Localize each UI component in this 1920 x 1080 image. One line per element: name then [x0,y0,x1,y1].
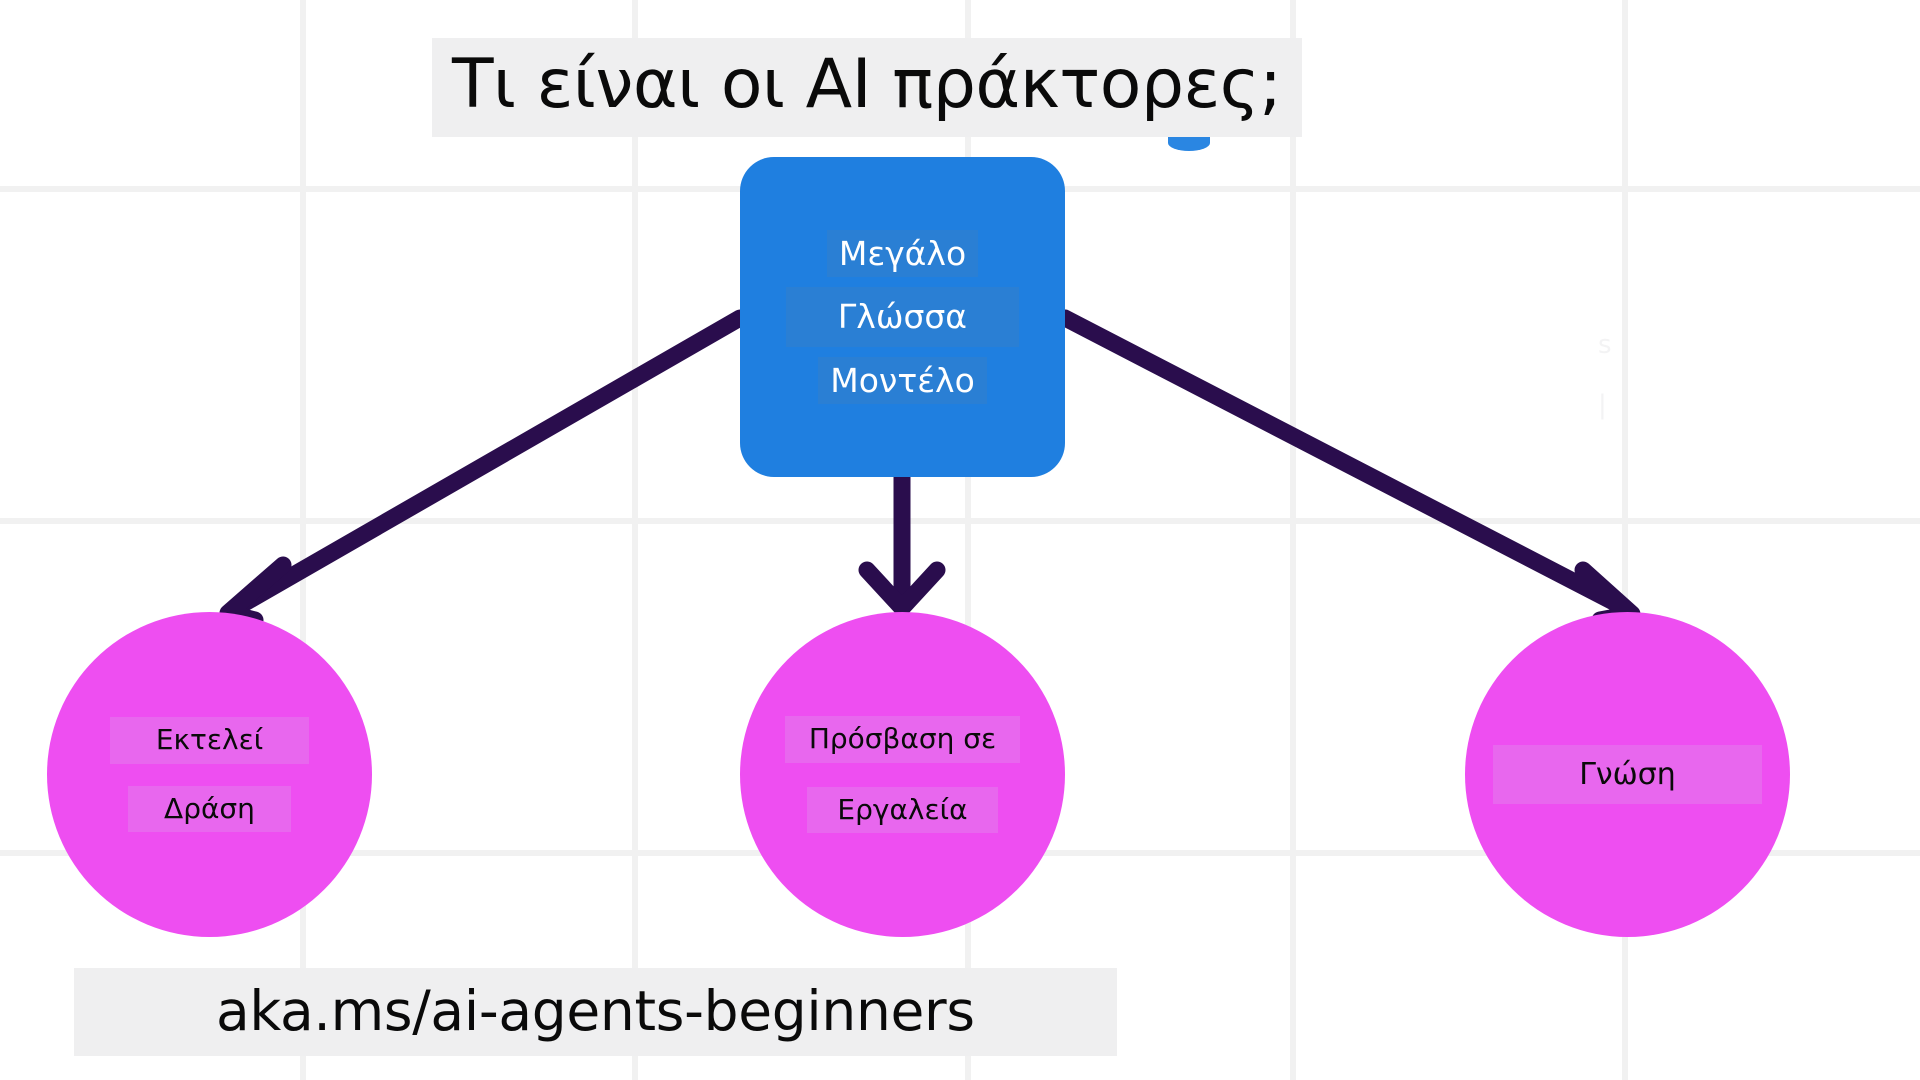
takes-action-line-1: Εκτελεί [109,717,310,764]
grid-line-vertical [632,0,638,1080]
ghost-artifact: | [1598,390,1607,420]
llm-line-3: Μοντέλο [818,356,987,404]
node-knowledge[interactable]: Γνώση [1465,612,1790,937]
knowledge-line-1: Γνώση [1493,745,1762,804]
access-to-tools-line-1: Πρόσβαση σε [784,716,1021,763]
arrow-to-knowledge [1056,309,1641,629]
arrow-to-takes-action [219,309,749,629]
llm-line-2: Γλώσσα [785,287,1020,347]
node-large-language-model[interactable]: Μεγάλο Γλώσσα Μοντέλο [740,157,1065,477]
takes-action-line-2: Δράση [128,785,291,832]
ghost-artifact: s [1598,330,1612,360]
llm-line-1: Μεγάλο [826,230,979,278]
page-title: Τι είναι οι AI πράκτορες; [432,38,1302,137]
access-to-tools-line-2: Εργαλεία [807,786,998,833]
node-takes-action[interactable]: Εκτελεί Δράση [47,612,372,937]
node-access-to-tools[interactable]: Πρόσβαση σε Εργαλεία [740,612,1065,937]
arrow-to-access-to-tools [858,468,946,617]
grid-line-vertical [1290,0,1296,1080]
grid-line-vertical [300,0,306,1080]
blue-arc-artifact [1168,135,1210,151]
footer-url[interactable]: aka.ms/ai-agents-beginners [74,968,1117,1056]
grid-line-horizontal [0,518,1920,524]
